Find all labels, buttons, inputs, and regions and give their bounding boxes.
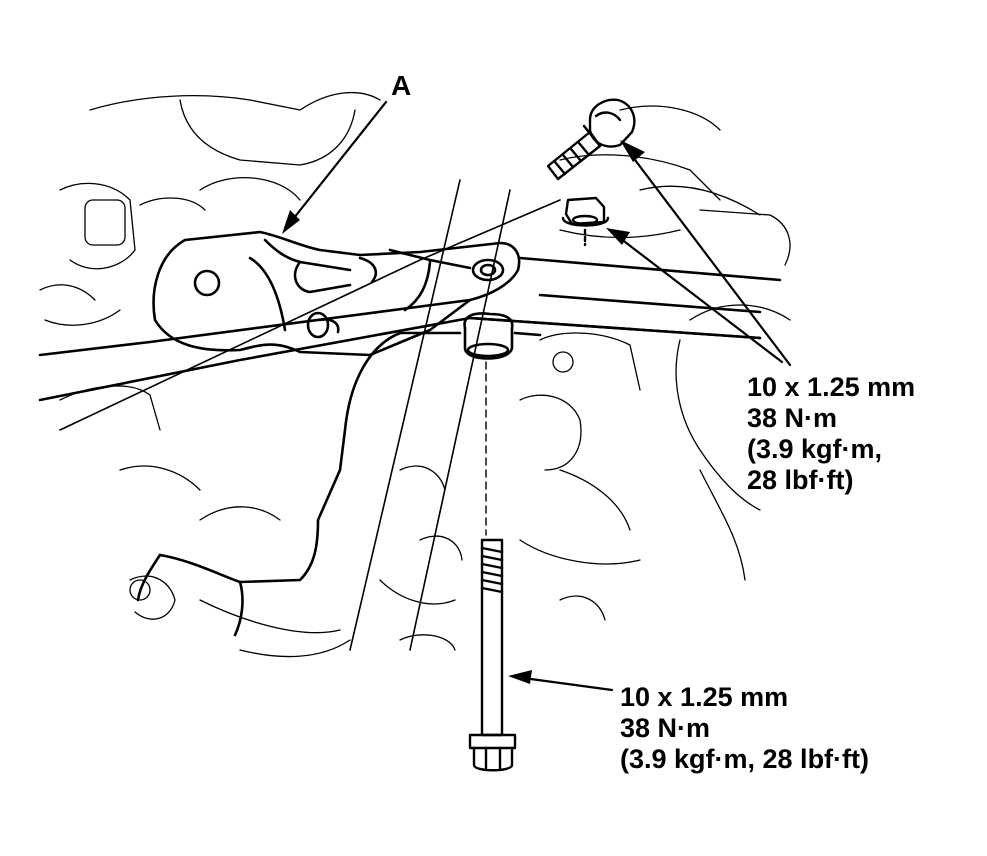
background-components [39,91,791,658]
upper-spec-alt-2: 28 lbf·ft) [747,465,854,495]
lower-spec-size: 10 x 1.25 mm [620,682,789,712]
upper-flange-bolt [546,98,636,181]
upper-spec-size: 10 x 1.25 mm [747,372,916,402]
lower-bolt-spec: 10 x 1.25 mm 38 N·m (3.9 kgf·m, 28 lbf·f… [620,682,869,775]
subframe-rail [38,256,782,402]
upper-fastener-leaders [606,140,792,367]
control-arm-bracket [152,230,521,357]
lower-bracket [136,331,542,637]
lower-bolt-leader [508,670,614,692]
upper-spec-torque: 38 N·m [747,403,838,433]
upper-spec-alt-1: (3.9 kgf·m, [747,434,883,464]
upper-flange-nut [561,196,610,247]
callout-label-a: A [391,70,412,101]
lower-long-bolt [468,538,517,772]
lower-spec-alt: (3.9 kgf·m, 28 lbf·ft) [620,744,870,774]
upper-fastener-spec: 10 x 1.25 mm 38 N·m (3.9 kgf·m, 28 lbf·f… [747,372,915,496]
callout-a-leader [282,100,388,234]
lower-spec-torque: 38 N·m [620,713,711,743]
lower-collar [463,312,514,536]
